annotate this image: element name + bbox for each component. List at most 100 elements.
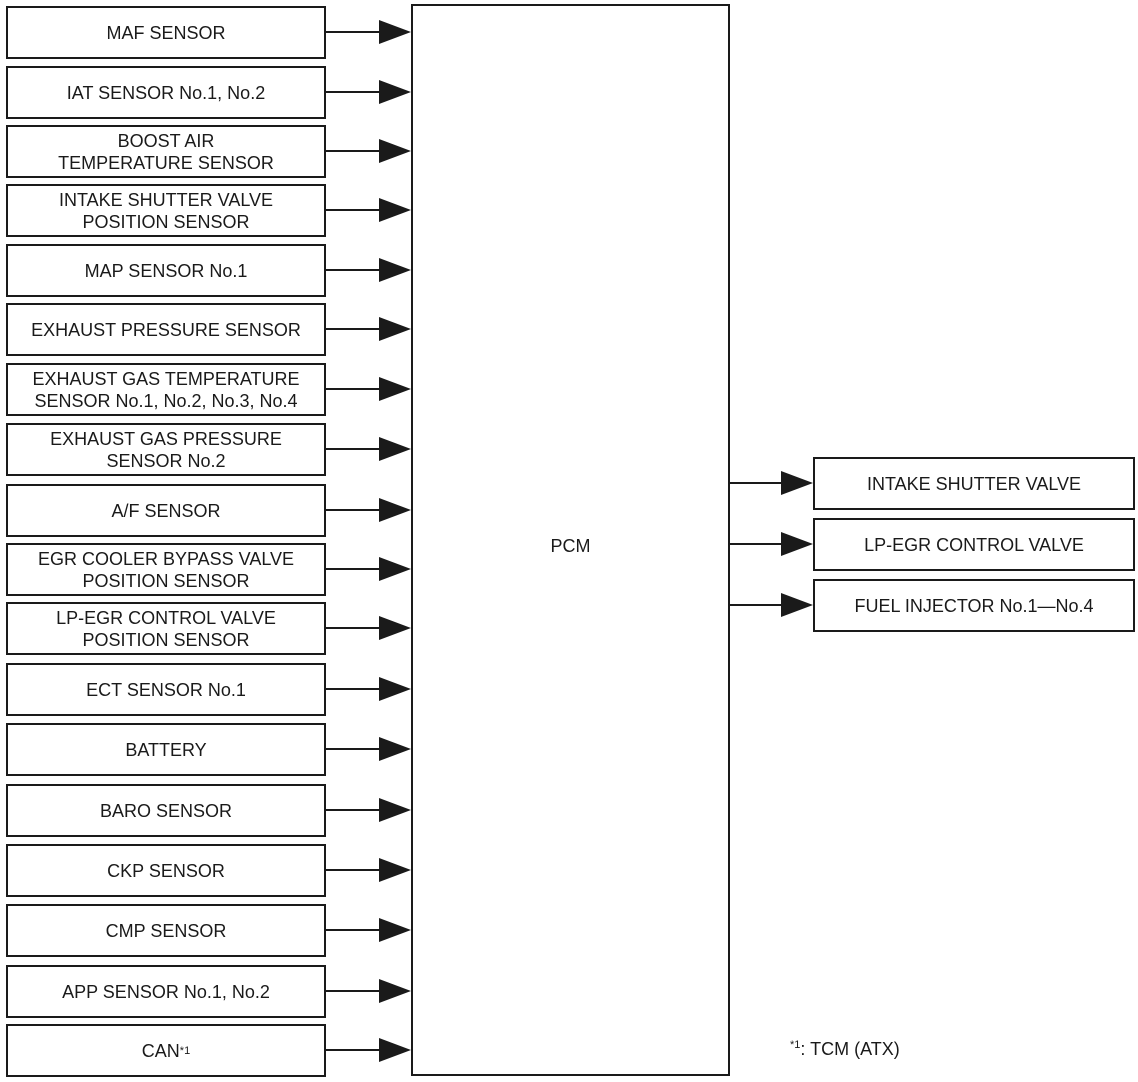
arrow-head: [379, 258, 411, 282]
input-note-mark: *1: [179, 1044, 191, 1057]
arrow-line: [326, 1049, 381, 1051]
input-arrow: [326, 557, 411, 581]
arrow-head: [781, 471, 813, 495]
input-label: BARO SENSOR: [99, 800, 233, 821]
footnote-text: : TCM (ATX): [800, 1039, 900, 1059]
arrow-head: [379, 377, 411, 401]
input-label: MAF SENSOR: [106, 22, 226, 43]
arrow-line: [326, 448, 381, 450]
input-box: A/F SENSOR: [6, 484, 326, 537]
arrow-line: [326, 627, 381, 629]
input-box: CAN*1: [6, 1024, 326, 1077]
input-box: APP SENSOR No.1, No.2: [6, 965, 326, 1018]
footnote-mark: *1: [790, 1039, 801, 1051]
output-arrow: [730, 471, 813, 495]
input-box: EXHAUST PRESSURE SENSOR: [6, 303, 326, 356]
input-box: MAP SENSOR No.1: [6, 244, 326, 297]
arrow-head: [379, 1038, 411, 1062]
input-box: CMP SENSOR: [6, 904, 326, 957]
input-label: EXHAUST GAS TEMPERATURE SENSOR No.1, No.…: [32, 368, 300, 411]
input-box: LP-EGR CONTROL VALVE POSITION SENSOR: [6, 602, 326, 655]
input-arrow: [326, 20, 411, 44]
arrow-line: [730, 543, 783, 545]
arrow-line: [326, 388, 381, 390]
arrow-head: [781, 532, 813, 556]
output-label: FUEL INJECTOR No.1—No.4: [854, 595, 1094, 616]
input-arrow: [326, 317, 411, 341]
output-arrow: [730, 593, 813, 617]
output-label: LP-EGR CONTROL VALVE: [864, 534, 1084, 555]
arrow-head: [379, 80, 411, 104]
arrow-line: [730, 482, 783, 484]
arrow-head: [379, 616, 411, 640]
input-arrow: [326, 377, 411, 401]
arrow-head: [379, 979, 411, 1003]
arrow-head: [379, 858, 411, 882]
input-label: EXHAUST PRESSURE SENSOR: [31, 319, 301, 340]
input-label: EXHAUST GAS PRESSURE SENSOR No.2: [50, 428, 282, 471]
arrow-head: [379, 437, 411, 461]
input-arrow: [326, 498, 411, 522]
input-box: MAF SENSOR: [6, 6, 326, 59]
input-box: EGR COOLER BYPASS VALVE POSITION SENSOR: [6, 543, 326, 596]
input-arrow: [326, 858, 411, 882]
output-box: INTAKE SHUTTER VALVE: [813, 457, 1135, 510]
input-arrow: [326, 677, 411, 701]
input-arrow: [326, 616, 411, 640]
arrow-line: [326, 990, 381, 992]
arrow-head: [379, 317, 411, 341]
arrow-line: [326, 748, 381, 750]
arrow-head: [379, 198, 411, 222]
arrow-line: [326, 809, 381, 811]
input-box: IAT SENSOR No.1, No.2: [6, 66, 326, 119]
input-label: CAN: [141, 1040, 180, 1061]
input-arrow: [326, 979, 411, 1003]
arrow-line: [326, 688, 381, 690]
arrow-line: [326, 929, 381, 931]
input-label: EGR COOLER BYPASS VALVE POSITION SENSOR: [37, 548, 295, 591]
arrow-head: [379, 498, 411, 522]
input-label: A/F SENSOR: [111, 500, 221, 521]
arrow-line: [326, 269, 381, 271]
input-label: MAP SENSOR No.1: [84, 260, 248, 281]
input-label: APP SENSOR No.1, No.2: [62, 981, 270, 1002]
footnote: *1: TCM (ATX): [790, 1039, 900, 1060]
input-box: BATTERY: [6, 723, 326, 776]
arrow-line: [326, 509, 381, 511]
input-box: EXHAUST GAS TEMPERATURE SENSOR No.1, No.…: [6, 363, 326, 416]
arrow-line: [326, 150, 381, 152]
input-box: CKP SENSOR: [6, 844, 326, 897]
arrow-line: [326, 91, 381, 93]
arrow-head: [379, 557, 411, 581]
input-label: BOOST AIR TEMPERATURE SENSOR: [58, 130, 274, 173]
arrow-head: [379, 139, 411, 163]
arrow-line: [730, 604, 783, 606]
input-label: CMP SENSOR: [105, 920, 227, 941]
input-label: LP-EGR CONTROL VALVE POSITION SENSOR: [56, 607, 276, 650]
arrow-head: [379, 798, 411, 822]
arrow-head: [781, 593, 813, 617]
output-arrow: [730, 532, 813, 556]
pcm-block: PCM: [411, 4, 730, 1076]
arrow-line: [326, 328, 381, 330]
arrow-line: [326, 568, 381, 570]
arrow-head: [379, 918, 411, 942]
arrow-head: [379, 677, 411, 701]
input-label: CKP SENSOR: [107, 860, 225, 881]
input-arrow: [326, 798, 411, 822]
input-arrow: [326, 918, 411, 942]
input-label: ECT SENSOR No.1: [86, 679, 246, 700]
input-arrow: [326, 437, 411, 461]
input-label: INTAKE SHUTTER VALVE POSITION SENSOR: [58, 189, 274, 232]
arrow-line: [326, 869, 381, 871]
output-box: LP-EGR CONTROL VALVE: [813, 518, 1135, 571]
input-box: ECT SENSOR No.1: [6, 663, 326, 716]
input-arrow: [326, 1038, 411, 1062]
arrow-head: [379, 20, 411, 44]
input-box: INTAKE SHUTTER VALVE POSITION SENSOR: [6, 184, 326, 237]
arrow-line: [326, 209, 381, 211]
output-box: FUEL INJECTOR No.1—No.4: [813, 579, 1135, 632]
arrow-head: [379, 737, 411, 761]
input-box: EXHAUST GAS PRESSURE SENSOR No.2: [6, 423, 326, 476]
